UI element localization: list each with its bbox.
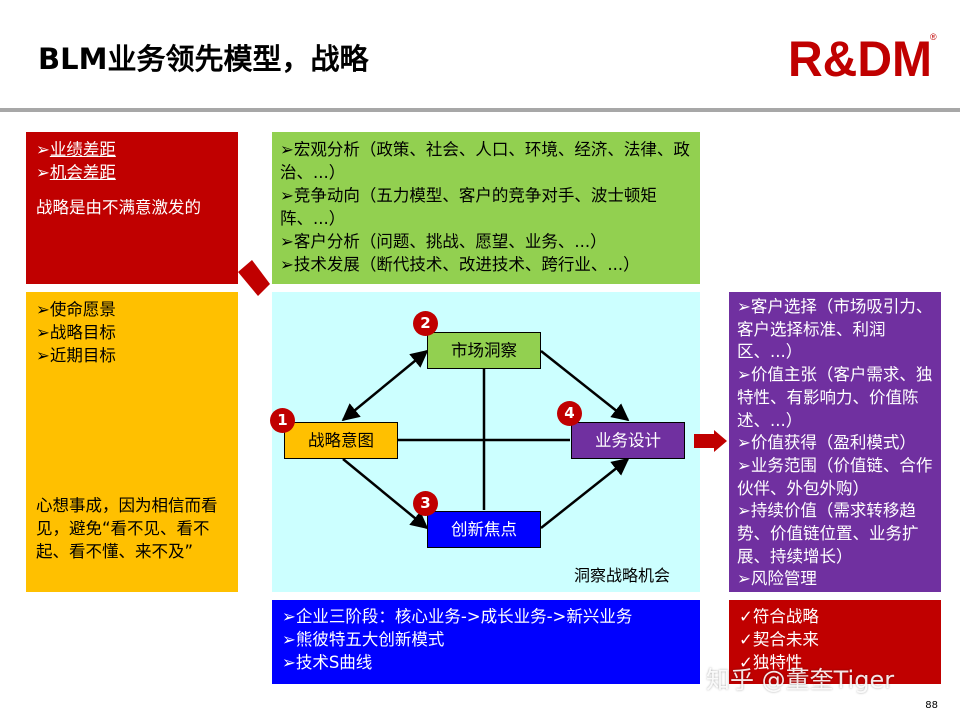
gap-item: ➢机会差距 <box>36 163 116 182</box>
market-item: ➢客户分析（问题、挑战、愿望、业务、...） <box>280 232 607 251</box>
vision-item: ➢使命愿景 <box>36 300 116 319</box>
design-item: ➢价值主张（客户需求、独特性、有影响力、价值陈述、...） <box>737 365 933 430</box>
node-market-insight: 市场洞察 <box>427 332 541 369</box>
node-strategic-intent: 战略意图 <box>284 422 398 459</box>
criteria-box: ✓符合战略 ✓契合未来 ✓独特性 <box>729 600 941 684</box>
design-item: ➢持续价值（需求转移趋势、价值链位置、业务扩展、持续增长） <box>737 501 919 566</box>
right-block-arrow <box>694 430 727 452</box>
vision-box: ➢使命愿景 ➢战略目标 ➢近期目标 心想事成，因为相信而看见，避免“看不见、看不… <box>26 292 238 592</box>
diagram-caption: 洞察战略机会 <box>574 566 671 585</box>
svg-text:R&DM: R&DM <box>788 31 932 82</box>
criteria-item: ✓独特性 <box>739 653 803 672</box>
page-title: BLM业务领先模型，战略 <box>38 42 369 76</box>
criteria-item: ✓符合战略 <box>739 607 819 626</box>
vision-note: 心想事成，因为相信而看见，避免“看不见、看不起、看不懂、来不及” <box>36 496 218 561</box>
design-item: ➢风险管理 <box>737 569 817 589</box>
vision-item: ➢近期目标 <box>36 346 116 365</box>
innovation-item: ➢技术S曲线 <box>282 653 373 672</box>
gap-box: ➢业绩差距 ➢机会差距 战略是由不满意激发的 <box>26 132 238 284</box>
gap-note: 战略是由不满意激发的 <box>36 198 201 217</box>
design-item: ➢客户选择（市场吸引力、客户选择标准、利润区、...） <box>737 297 933 362</box>
criteria-item: ✓契合未来 <box>739 630 819 649</box>
watermark: 知乎 @董奎Tiger <box>706 666 895 694</box>
page-number: 88 <box>925 700 938 711</box>
connector-arrow <box>238 260 270 296</box>
badge-3: 3 <box>413 491 438 516</box>
vision-item: ➢战略目标 <box>36 323 116 342</box>
innovation-item: ➢熊彼特五大创新模式 <box>282 630 445 649</box>
badge-1: 1 <box>270 408 295 433</box>
market-item: ➢技术发展（断代技术、改进技术、跨行业、...） <box>280 255 640 274</box>
business-design-box: ➢客户选择（市场吸引力、客户选择标准、利润区、...） ➢价值主张（客户需求、独… <box>729 292 941 592</box>
gap-item: ➢业绩差距 <box>36 140 116 159</box>
design-item: ➢业务范围（价值链、合作伙伴、外包外购） <box>737 455 933 498</box>
svg-text:®: ® <box>930 32 937 42</box>
node-innovation-focus: 创新焦点 <box>427 511 541 548</box>
badge-2: 2 <box>413 311 438 336</box>
node-business-design: 业务设计 <box>571 422 685 459</box>
market-item: ➢宏观分析（政策、社会、人口、环境、经济、法律、政治、...） <box>280 140 690 182</box>
design-item: ➢价值获得（盈利模式） <box>737 433 916 453</box>
market-item: ➢竞争动向（五力模型、客户的竞争对手、波士顿矩阵、...） <box>280 186 657 228</box>
title-divider <box>0 108 960 112</box>
badge-4: 4 <box>557 401 582 426</box>
innovation-box: ➢企业三阶段：核心业务->成长业务->新兴业务 ➢熊彼特五大创新模式 ➢技术S曲… <box>272 600 700 684</box>
rdm-logo: R&DM ® <box>788 31 937 82</box>
innovation-item: ➢企业三阶段：核心业务->成长业务->新兴业务 <box>282 607 633 626</box>
market-analysis-box: ➢宏观分析（政策、社会、人口、环境、经济、法律、政治、...） ➢竞争动向（五力… <box>272 132 700 284</box>
